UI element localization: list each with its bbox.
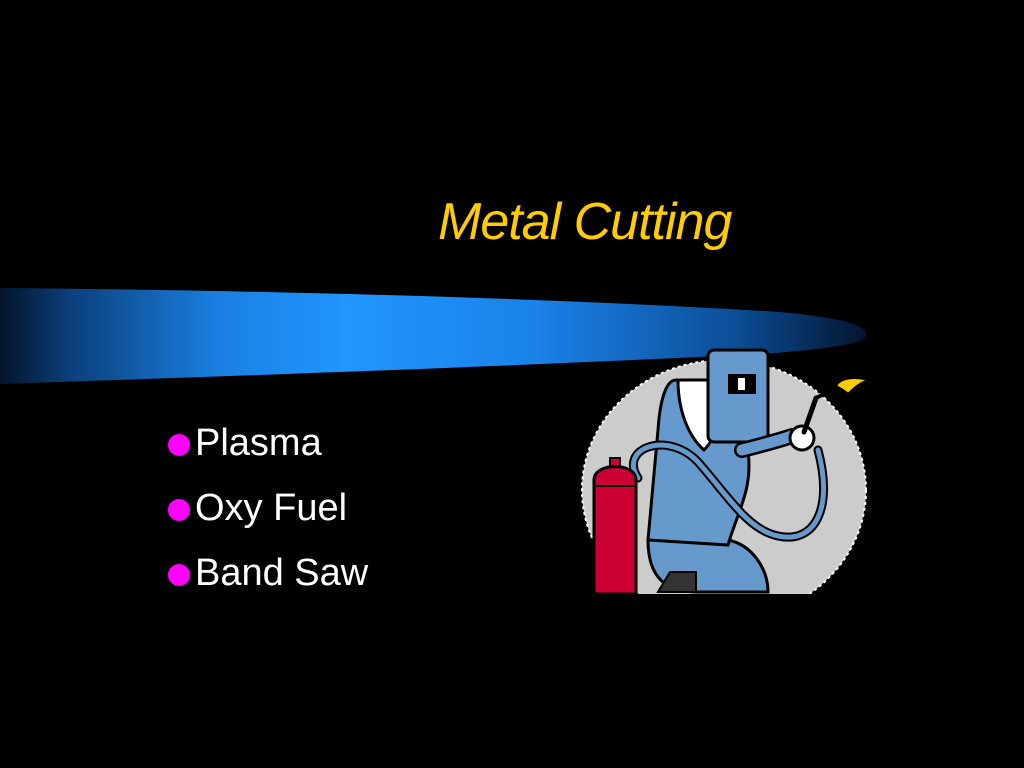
- slide-title: Metal Cutting: [438, 193, 732, 251]
- blue-swoosh-decoration: [0, 288, 867, 384]
- welder-clipart-icon: [581, 348, 872, 596]
- bullet-label: Plasma: [195, 422, 322, 464]
- bullet-label: Band Saw: [195, 552, 369, 594]
- bullet-list: Plasma Oxy Fuel Band Saw: [168, 411, 368, 606]
- bullet-label: Oxy Fuel: [195, 487, 348, 529]
- list-item: Oxy Fuel: [168, 476, 368, 541]
- bullet-dot-icon: [168, 433, 190, 456]
- list-item: Band Saw: [168, 541, 368, 606]
- bullet-dot-icon: [168, 498, 190, 521]
- bullet-dot-icon: [168, 563, 190, 586]
- list-item: Plasma: [168, 411, 368, 476]
